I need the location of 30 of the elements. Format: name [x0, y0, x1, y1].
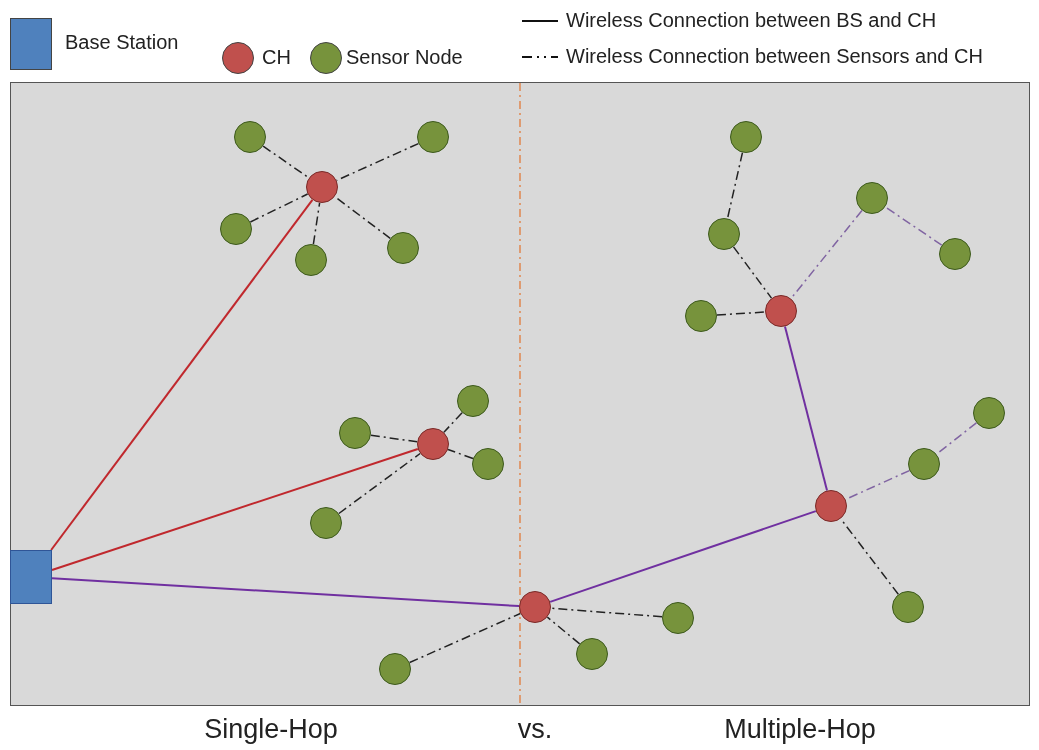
legend-text: Base Station [65, 31, 179, 54]
connection-line [546, 616, 581, 645]
section-caption: Multiple-Hop [724, 714, 876, 745]
connection-line [51, 448, 419, 572]
connection-line [783, 325, 829, 492]
connection-line [549, 510, 817, 603]
connection-line [249, 193, 309, 223]
connection-line [716, 311, 766, 316]
connection-line [370, 434, 418, 443]
connection-line [447, 448, 474, 460]
connection-line [338, 452, 421, 515]
connection-line [50, 198, 314, 551]
legend-text: Wireless Connection between Sensors and CH [566, 45, 983, 68]
connection-line [726, 151, 744, 220]
connection-line [732, 246, 773, 299]
legend-text: Sensor Node [346, 46, 463, 69]
connection-line [408, 612, 522, 664]
connection-line [443, 411, 463, 434]
connection-line [334, 195, 391, 240]
connection-line [312, 202, 321, 245]
connection-line [884, 206, 943, 246]
base-station-square [10, 550, 52, 604]
connection-line [262, 145, 310, 179]
connection-line [550, 607, 663, 618]
legend-text: Wireless Connection between BS and CH [566, 9, 937, 32]
section-caption: vs. [517, 714, 553, 745]
legend-text: CH [262, 46, 291, 69]
connection-line [51, 577, 521, 608]
section-caption: Single-Hop [204, 714, 338, 745]
connection-line [790, 209, 863, 300]
